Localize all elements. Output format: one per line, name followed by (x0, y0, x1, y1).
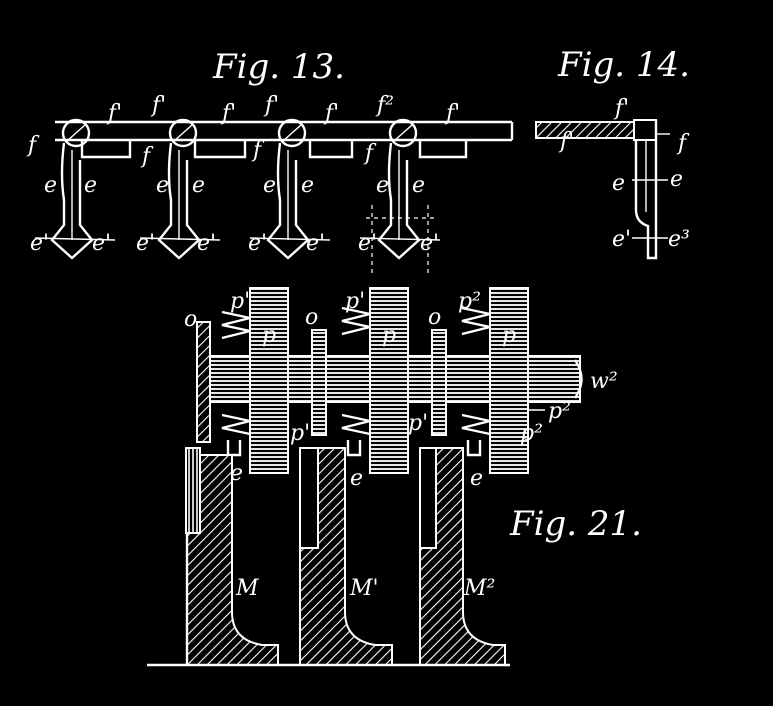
fig21-title: Fig. 21. (509, 504, 642, 544)
fig13-unit4-f-top: f² (375, 93, 394, 118)
fig13-lever-4 (359, 118, 441, 275)
fig21-label-M1: M' (349, 576, 379, 601)
fig13-unit2-e-left: e (156, 173, 169, 198)
fig13-unit2-e-right: e (192, 173, 205, 198)
fig13-lever-3 (249, 118, 331, 260)
fig13-unit3-e1-left: e' (248, 231, 267, 256)
fig21-label-p1-top: p' (230, 289, 250, 314)
fig21-gear-2 (369, 287, 409, 474)
fig21-gear-1 (249, 287, 289, 474)
fig21-label-p3: p (502, 323, 516, 348)
fig14-e1-left: e' (612, 227, 631, 252)
fig13-unit3-e-right: e (301, 173, 314, 198)
fig13-unit4-e1-left: e' (358, 231, 377, 256)
fig21-pawl-3 (461, 306, 491, 336)
fig13-unit3-e1-right: e' (306, 231, 325, 256)
fig21-label-p3-top: p² (458, 289, 481, 314)
fig21-label-p1-lower: p' (290, 421, 310, 446)
fig13-bar-label-2: f' (220, 101, 236, 126)
fig21-catch-3 (466, 440, 482, 457)
fig21-label-o2: o (305, 305, 318, 330)
fig13-lever-1 (34, 118, 116, 260)
fig21-label-e1: e (230, 461, 243, 486)
fig21-label-e2: e (350, 466, 363, 491)
fig21-pawl-1 (221, 310, 251, 340)
fig13-unit1-e1-right: e' (92, 231, 111, 256)
fig13-unit1-e-right: e (84, 173, 97, 198)
fig13-labels: f' f' f' f' f' f' f² f f f f e e e e e e… (26, 93, 460, 256)
fig21-frame-M1 (299, 447, 393, 666)
fig13-unit2-f-top: f' (150, 93, 166, 118)
fig21-disk-2 (431, 329, 447, 436)
fig13-unit3-f-top: f' (263, 93, 279, 118)
fig21-frame-M (185, 321, 279, 666)
fig14-f: f (676, 131, 690, 156)
fig14-e-right: e (670, 167, 683, 192)
fig13-title: Fig. 13. (212, 47, 345, 87)
fig21-catch-1 (226, 440, 242, 457)
fig21-label-p1: p (262, 323, 276, 348)
fig21-label-p2-top: p' (345, 289, 365, 314)
fig14-e-left: e (612, 171, 625, 196)
fig13-unit1-f-side: f (26, 133, 40, 158)
fig13-unit4-f-side: f (363, 141, 377, 166)
fig21-label-o1: o (184, 307, 197, 332)
fig21-label-M: M (235, 576, 259, 601)
figure-13: Fig. 13. (26, 47, 514, 275)
fig21-frame-M2 (419, 447, 506, 666)
fig14-title: Fig. 14. (557, 45, 690, 85)
fig21-pawl-2 (341, 306, 371, 336)
fig13-unit4-e-left: e (376, 173, 389, 198)
fig14-f-prime-left: f' (558, 129, 574, 154)
fig13-unit2-f-side: f (140, 144, 154, 169)
fig14-f-prime-top: f' (613, 96, 629, 121)
fig13-unit1-e-left: e (44, 173, 57, 198)
fig21-label-e3: e (470, 466, 483, 491)
fig13-bar-label-4: f' (444, 101, 460, 126)
fig21-label-pc: p² (548, 399, 571, 424)
fig13-unit3-f-side: f (251, 138, 265, 163)
figure-14: Fig. 14. f' f' f e e e' e³ (535, 45, 690, 260)
fig21-label-p2-lower: p' (408, 411, 428, 436)
fig13-slide-bar (55, 120, 514, 159)
fig21-disk-1 (311, 329, 327, 436)
fig21-label-p3-lower: p² (520, 421, 543, 446)
figure-21: Fig. 21. (147, 287, 642, 667)
fig21-catch-2 (346, 440, 362, 457)
fig21-label-o3: o (428, 305, 441, 330)
fig13-unit2-e1-right: e' (197, 231, 216, 256)
fig21-gear-3 (489, 287, 529, 474)
fig13-unit2-e1-left: e' (136, 231, 155, 256)
fig13-unit3-e-left: e (263, 173, 276, 198)
fig13-bar-label-1: f' (106, 101, 122, 126)
fig13-lever-2 (139, 118, 221, 260)
fig13-unit4-e-right: e (412, 173, 425, 198)
fig14-e1-right: e³ (668, 227, 690, 252)
fig13-bar-label-3: f' (323, 101, 339, 126)
fig13-unit4-e1-right: e' (420, 231, 439, 256)
fig21-label-w: w² (590, 369, 618, 394)
fig21-label-p2: p (382, 323, 396, 348)
fig21-label-M2: M² (463, 576, 495, 601)
fig13-unit1-e1-left: e' (30, 231, 49, 256)
